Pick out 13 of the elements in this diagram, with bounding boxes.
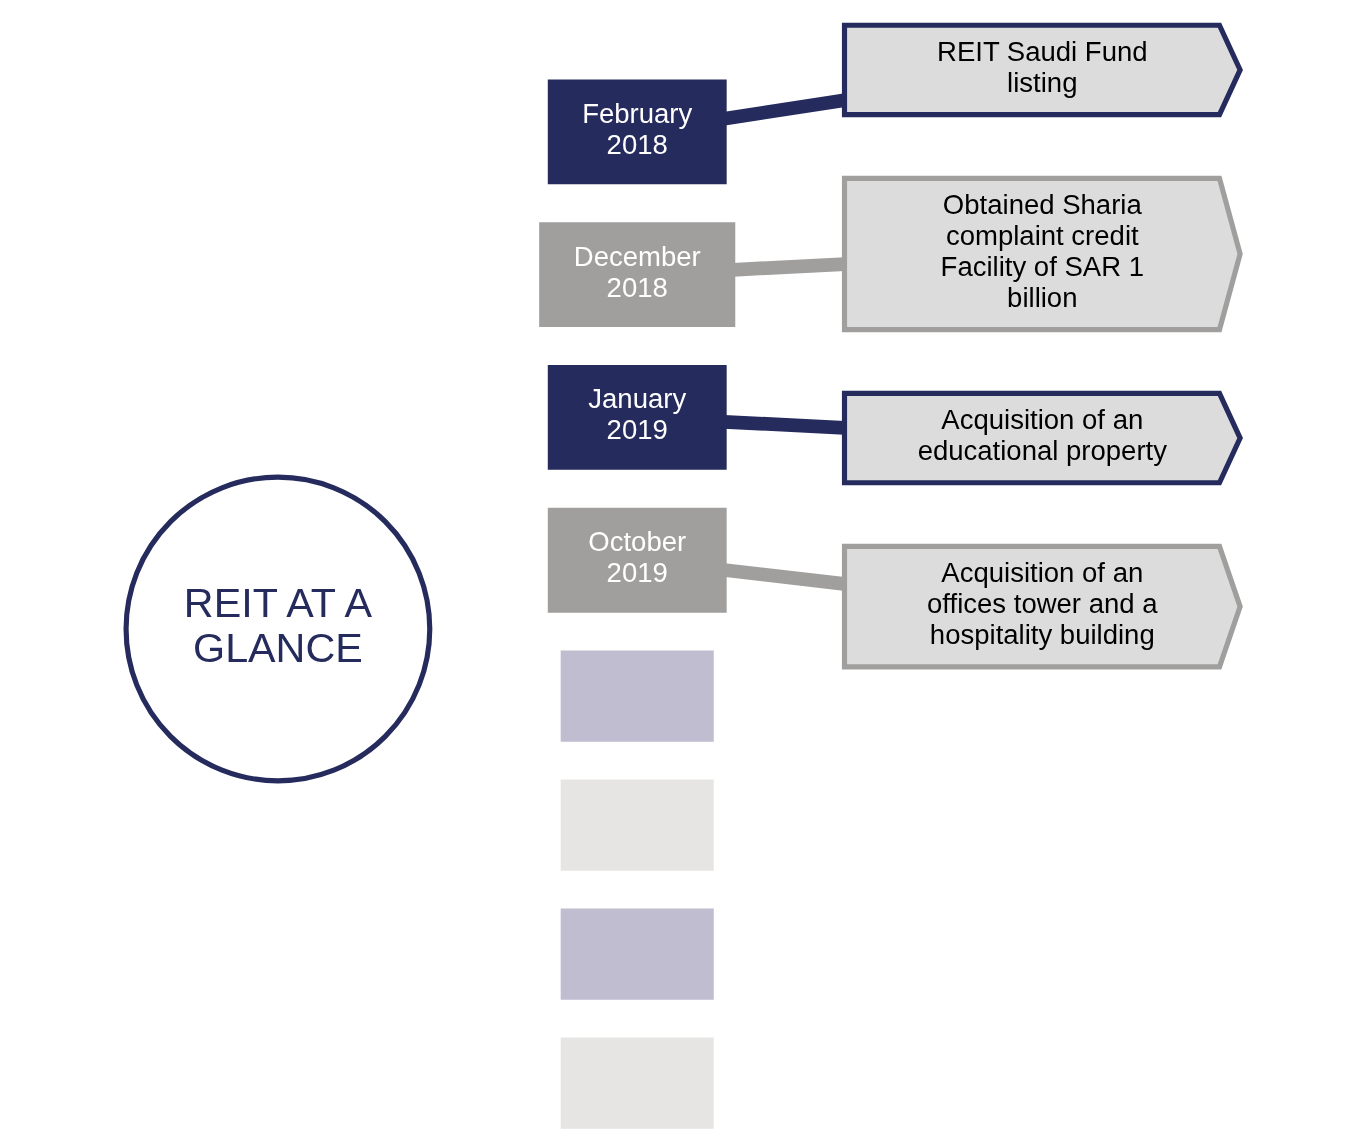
connector: [723, 563, 845, 591]
node-box: [560, 1037, 714, 1129]
node-box: [560, 779, 714, 871]
connector: [723, 414, 845, 435]
node-box: December 2018: [539, 222, 736, 328]
connector: [723, 93, 845, 126]
node-circle: REIT AT A GLANCE: [123, 474, 433, 784]
node-box: October 2019: [547, 507, 727, 613]
node-box: [560, 908, 714, 1000]
node-box: January 2019: [547, 364, 727, 470]
node-box: February 2018: [547, 79, 727, 185]
node-box: [560, 650, 714, 742]
connector: [732, 257, 845, 277]
